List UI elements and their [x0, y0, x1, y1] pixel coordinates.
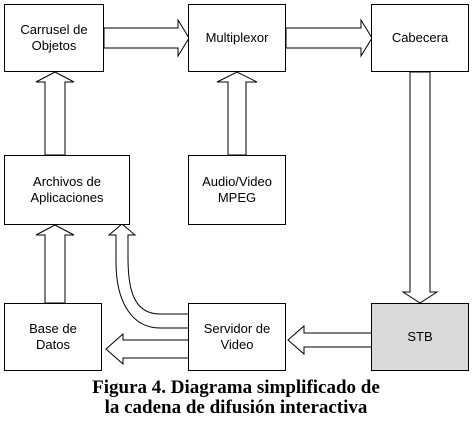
node-carrusel-de-objetos: Carrusel de Objetos [4, 4, 104, 72]
caption-line-2: la cadena de difusión interactiva [104, 397, 368, 418]
arrow-stb-to-servidor [287, 324, 373, 356]
figure-caption: Figura 4. Diagrama simplificado de la ca… [0, 378, 472, 418]
node-multiplexor: Multiplexor [188, 4, 286, 72]
node-archivos-label: Archivos de Aplicaciones [30, 174, 104, 205]
node-cabecera-label: Cabecera [391, 30, 449, 45]
node-audio-video-label: Audio/Video MPEG [202, 174, 272, 205]
arrow-servidor-to-basedatos [105, 332, 191, 366]
node-stb-label: STB [407, 329, 433, 344]
node-cabecera: Cabecera [371, 4, 469, 72]
node-carrusel-label: Carrusel de Objetos [20, 22, 88, 53]
node-servidor-de-video: Servidor de Video [188, 303, 286, 371]
arrow-archivos-to-carrusel [35, 71, 75, 156]
node-stb: STB [371, 303, 469, 371]
node-base-de-datos: Base de Datos [4, 303, 102, 371]
node-archivos-de-aplicaciones: Archivos de Aplicaciones [4, 155, 130, 225]
node-multiplexor-label: Multiplexor [205, 30, 269, 45]
arrow-cabecera-to-stb [401, 71, 439, 304]
arrow-basedatos-to-archivos [35, 224, 75, 304]
node-base-datos-label: Base de Datos [29, 321, 77, 352]
caption-line-1: Figura 4. Diagrama simplificado de [92, 377, 380, 398]
arrow-multiplexor-to-cabecera [285, 18, 373, 58]
arrow-carrusel-to-multiplexor [103, 18, 190, 58]
node-audio-video-mpeg: Audio/Video MPEG [188, 155, 286, 225]
node-servidor-label: Servidor de Video [203, 321, 271, 352]
arrow-audiovideo-to-multiplexor [216, 71, 258, 156]
arrow-servidor-to-archivos [107, 223, 191, 329]
